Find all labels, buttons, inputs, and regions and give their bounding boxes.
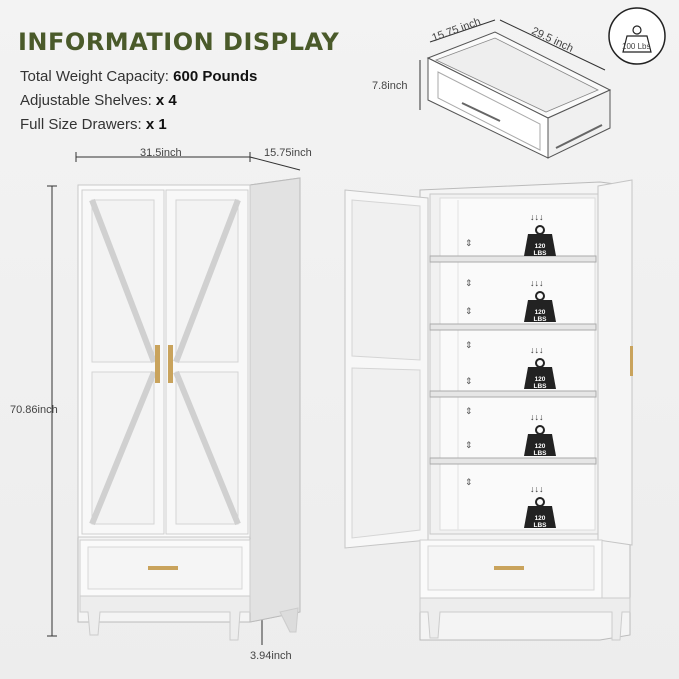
spec-value: x 4 (155, 92, 177, 109)
spec-label: Adjustable Shelves: (20, 92, 152, 109)
drawer-weight-label: 100 Lbs (622, 42, 651, 51)
weight-icon (622, 35, 652, 53)
shelf-weight-icons: ↓↓↓ ↓↓↓ ↓↓↓ ↓↓↓ ↓↓↓ (524, 212, 556, 528)
leg-height-label: 3.94inch (250, 650, 292, 662)
spec-weight-capacity: Total Weight Capacity: 600 Pounds (20, 68, 257, 85)
load-value: 120 (535, 515, 546, 522)
load-unit: LBS (534, 522, 548, 529)
cabinet-height-label: 70.86inch (10, 404, 58, 416)
cabinet-open: ⇕ ⇕ ⇕ ⇕ ⇕ ⇕ ⇕ ⇕ ↓↓↓ ↓↓↓ ↓↓↓ ↓↓↓ ↓↓↓ 120 … (344, 179, 633, 641)
drawer-height-label: 7.8inch (372, 80, 408, 92)
door-handle (168, 345, 173, 383)
svg-text:⇕: ⇕ (465, 440, 473, 450)
load-unit: LBS (534, 316, 548, 323)
drawer-diagram (419, 7, 666, 159)
svg-text:⇕: ⇕ (465, 376, 473, 386)
svg-text:↓↓↓: ↓↓↓ (530, 278, 544, 288)
svg-text:⇕: ⇕ (465, 477, 473, 487)
cabinet-width-label: 31.5inch (140, 147, 182, 159)
shelves (429, 255, 597, 465)
cabinet-closed (47, 152, 301, 645)
svg-text:↓↓↓: ↓↓↓ (530, 412, 544, 422)
svg-text:⇕: ⇕ (465, 238, 473, 248)
load-value: 120 (535, 376, 546, 383)
spec-label: Full Size Drawers: (20, 116, 142, 133)
spec-adjustable-shelves: Adjustable Shelves: x 4 (20, 92, 177, 109)
svg-text:⇕: ⇕ (465, 406, 473, 416)
svg-text:⇕: ⇕ (465, 306, 473, 316)
load-unit: LBS (534, 383, 548, 390)
door-handle (155, 345, 160, 383)
svg-text:⇕: ⇕ (465, 340, 473, 350)
load-value: 120 (535, 443, 546, 450)
cabinet-depth-label: 15.75inch (264, 147, 312, 159)
spec-label: Total Weight Capacity: (20, 68, 169, 85)
load-unit: LBS (534, 450, 548, 457)
svg-text:↓↓↓: ↓↓↓ (530, 212, 544, 222)
spec-value: x 1 (145, 116, 167, 133)
svg-text:↓↓↓: ↓↓↓ (530, 345, 544, 355)
spec-drawers: Full Size Drawers: x 1 (20, 116, 167, 133)
load-value: 120 (535, 309, 546, 316)
load-unit: LBS (534, 250, 548, 257)
drawer-handle (148, 566, 178, 570)
svg-text:↓↓↓: ↓↓↓ (530, 484, 544, 494)
load-value: 120 (535, 243, 546, 250)
spec-value: 600 Pounds (173, 68, 258, 85)
svg-text:⇕: ⇕ (465, 278, 473, 288)
page-title: INFORMATION DISPLAY (18, 28, 340, 56)
